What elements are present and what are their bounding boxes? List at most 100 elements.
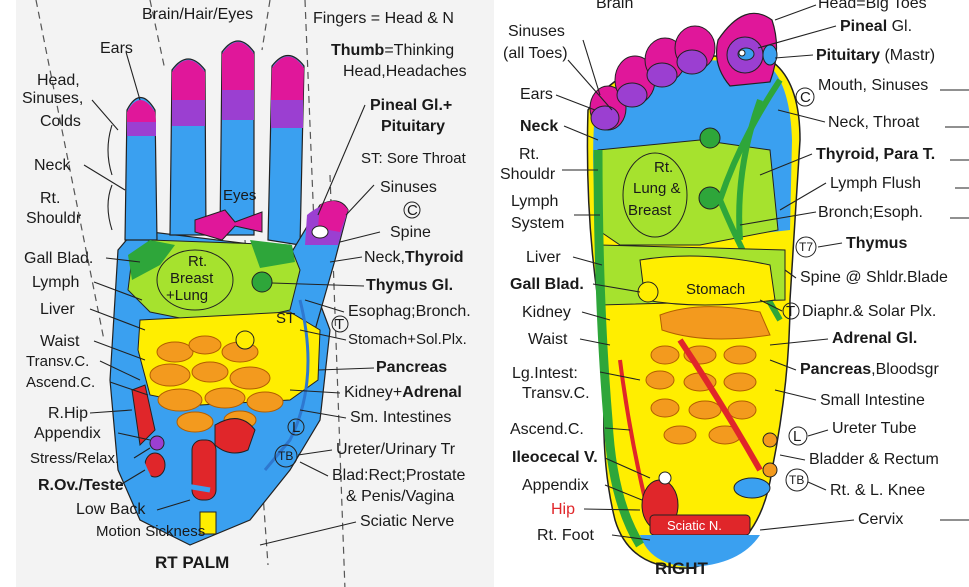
foot-pancreas-bold: Pancreas: [800, 361, 871, 378]
palm-motion-sickness: Motion Sickness: [96, 523, 205, 540]
palm-panel: Brain/Hair/Eyes Ears Head, Sinuses, Cold…: [16, 0, 494, 587]
foot-lung-zone: [597, 139, 779, 246]
foot-t7-mark: T7: [799, 240, 813, 254]
palm-head-line3: Colds: [40, 113, 81, 130]
palm-breast-line3: +Lung: [166, 287, 208, 304]
foot-neck-throat: Neck, Throat: [828, 114, 920, 131]
palm-tb-circle: [274, 444, 298, 468]
foot-illustration: [586, 12, 801, 569]
foot-appendix: Appendix: [522, 477, 589, 494]
foot-ureter-tube: Ureter Tube: [832, 420, 917, 437]
foot-pituitary-rest: (Mastr): [880, 47, 935, 64]
palm-kidney-adrenal: Kidney+Adrenal: [344, 384, 462, 401]
palm-head-line1: Head,: [37, 72, 80, 89]
palm-blad-rect: Blad:Rect;Prostate: [332, 467, 466, 484]
foot-neck: Neck: [520, 118, 558, 135]
palm-breast-line1: Rt.: [188, 253, 207, 270]
palm-red-zones: [214, 418, 256, 454]
foot-ears: Ears: [520, 86, 553, 103]
foot-lung-line3: Breast: [628, 202, 672, 219]
palm-gall-blad: Gall Blad.: [24, 250, 93, 267]
foot-toes: [589, 12, 778, 131]
palm-thyroid-text: Thyroid: [405, 249, 464, 266]
palm-pineal: Pineal Gl.+: [370, 97, 452, 114]
palm-c-mark: C: [407, 202, 418, 219]
palm-neck-text: Neck,: [364, 249, 405, 266]
foot-ileocecal: Ileocecal V.: [512, 449, 598, 466]
foot-labels-right: Head=Big Toes Pineal Gl. Pituitary (Mast…: [782, 0, 948, 528]
palm-kidney-text: Kidney+: [344, 384, 402, 401]
palm-waist: Waist: [40, 333, 80, 350]
foot-waist: Waist: [528, 331, 568, 348]
palm-intestines: [149, 335, 284, 433]
palm-thymus-gl: Thymus Gl.: [366, 277, 453, 294]
foot-pancreas-rest: ,Bloodsgr: [871, 361, 939, 378]
foot-pineal-rest: Gl.: [887, 18, 912, 35]
foot-bronch-esoph: Bronch;Esoph.: [818, 204, 923, 221]
palm-pituitary: Pituitary: [381, 118, 445, 135]
foot-t-mark: T: [786, 303, 795, 320]
palm-shoulder-line2: Shouldr: [26, 210, 82, 227]
foot-brain: Brain: [596, 0, 633, 12]
palm-head-line2: Sinuses,: [22, 90, 83, 107]
foot-panel: Rt. Lung & Breast Stomach Sciatic N. Bra…: [494, 0, 969, 587]
foot-diaphr-solar: Diaphr.& Solar Plx.: [802, 303, 936, 320]
foot-pineal-bold: Pineal: [840, 18, 887, 35]
foot-labels-left: Brain Sinuses (all Toes) Ears Neck Rt. S…: [500, 0, 633, 544]
foot-stomach: Stomach: [686, 281, 745, 298]
palm-t-mark: T: [335, 316, 344, 333]
foot-shoulder-line1: Rt.: [519, 146, 539, 163]
foot-kidney: Kidney: [522, 304, 571, 321]
palm-ureter: Ureter/Urinary Tr: [336, 441, 456, 458]
palm-hand: [109, 40, 349, 546]
foot-inner-labels: Rt. Lung & Breast Stomach Sciatic N.: [628, 159, 745, 533]
foot-sinuses-line1: Sinuses: [508, 23, 565, 40]
palm-appendix: Appendix: [34, 425, 101, 442]
palm-inner-labels: Eyes Rt. Breast +Lung ST: [166, 187, 295, 327]
palm-thumb-thinking: Thumb=Thinking: [331, 42, 454, 59]
foot-liver: Liver: [526, 249, 561, 266]
foot-lymph-line2: System: [511, 215, 564, 232]
palm-spine: Spine: [390, 224, 431, 241]
foot-lg-intest-line1: Lg.Intest:: [512, 365, 578, 382]
palm-breast-line2: Breast: [170, 270, 214, 287]
palm-liver: Liver: [40, 301, 75, 318]
foot-c-circle: [795, 87, 815, 107]
foot-spine-shldr: Spine @ Shldr.Blade: [800, 269, 948, 286]
foot-rt-l-knee: Rt. & L. Knee: [830, 482, 925, 499]
foot-cervix: Cervix: [858, 511, 903, 528]
palm-stress-relax: Stress/Relax.: [30, 450, 119, 467]
palm-eyes: Eyes: [223, 187, 256, 204]
foot-head-big-toes: Head=Big Toes: [818, 0, 927, 12]
palm-penis-vagina: & Penis/Vagina: [346, 488, 454, 505]
palm-leader-lines: [83, 51, 381, 546]
palm-t-circle: [331, 315, 349, 333]
palm-thumb-bold: Thumb: [331, 42, 385, 59]
foot-lymph-line1: Lymph: [511, 193, 558, 210]
palm-sm-intestines: Sm. Intestines: [350, 409, 451, 426]
palm-thumb-rest: =Thinking: [384, 42, 454, 59]
foot-adrenal-gl: Adrenal Gl.: [832, 330, 917, 347]
foot-t7-circle: [795, 236, 817, 258]
foot-bladder-rectum: Bladder & Rectum: [809, 451, 939, 468]
palm-l-mark: L: [292, 419, 300, 436]
foot-ascend-c: Ascend.C.: [510, 421, 584, 438]
foot-sciatic-n: Sciatic N.: [667, 518, 722, 533]
palm-low-back: Low Back: [76, 501, 146, 518]
foot-pancreas: Pancreas,Bloodsgr: [800, 361, 939, 378]
palm-st: ST: [276, 310, 295, 327]
foot-thyroid-para: Thyroid, Para T.: [816, 146, 935, 163]
foot-pituitary: Pituitary (Mastr): [816, 47, 935, 64]
foot-t-circle: [782, 302, 800, 320]
foot-pituitary-bold: Pituitary: [816, 47, 880, 64]
palm-transv-c: Transv.C.: [26, 353, 89, 370]
palm-stomach-sol-plx: Stomach+Sol.Plx.: [348, 331, 467, 348]
palm-esophag-bronch: Esophag;Bronch.: [348, 303, 471, 320]
palm-ears: Ears: [100, 40, 133, 57]
palm-c-circle: [403, 201, 421, 219]
palm-lymph: Lymph: [32, 274, 79, 291]
palm-adrenal-text: Adrenal: [402, 384, 462, 401]
palm-fingers-head: Fingers = Head & N: [313, 10, 454, 27]
foot-caption: RIGHT: [655, 559, 709, 578]
